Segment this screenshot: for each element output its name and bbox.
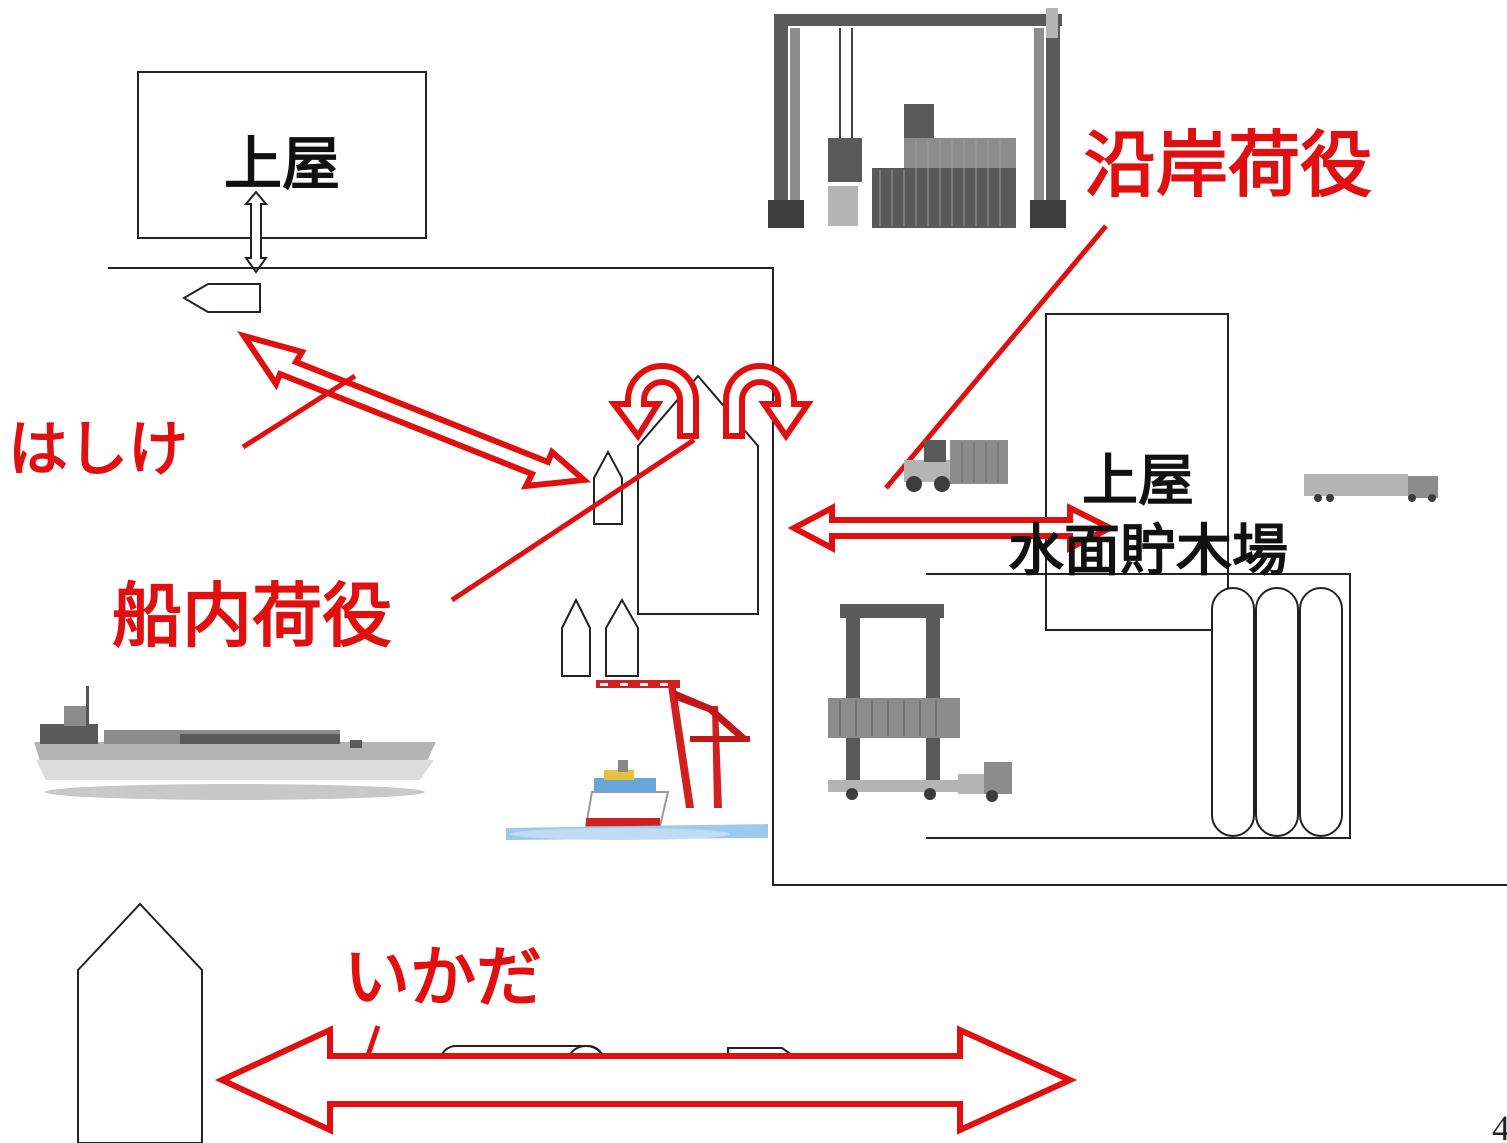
warehouse-top-left: 上屋: [137, 71, 427, 239]
lighter-transfer-arrow: はしけ: [8, 330, 592, 490]
warehouse-top-label: 上屋: [224, 130, 340, 198]
timber-pond: 水面貯木場: [926, 519, 1351, 839]
coastal-pointer-line: [884, 224, 1108, 490]
quay-outline: [108, 267, 1507, 886]
onboard-handling-label: 船内荷役: [112, 575, 392, 657]
ship-outline-large: [77, 902, 203, 1143]
forklift-illustration: [904, 440, 1008, 492]
container-ship-illustration: [34, 686, 436, 800]
container-truck-illustration: [1304, 474, 1438, 502]
page-number: 4: [1492, 1108, 1507, 1143]
lighter-pointer-line: [241, 373, 357, 450]
onboard-uturn-arrows: [608, 363, 814, 442]
raft-label-text: いかだ: [344, 939, 542, 1016]
lighter-label: はしけ: [8, 415, 188, 485]
quay-crane-illustration: [506, 680, 768, 840]
coastal-transfer-arrow: [787, 503, 1117, 553]
lighter-boat-small: [182, 283, 261, 313]
timber-pond-label: 水面貯木場: [1008, 519, 1288, 584]
warehouse-right: 上屋: [1045, 313, 1229, 631]
raft-transfer-arrow: [214, 1025, 1078, 1135]
coastal-handling-label: 沿岸荷役: [1084, 123, 1372, 207]
warehouse-quay-double-arrow: [243, 190, 269, 274]
transfer-crane-illustration: [768, 8, 1066, 228]
warehouse-right-label: 上屋: [1082, 449, 1194, 514]
lower-section: いかだ いかだ: [77, 902, 203, 1143]
straddle-carrier-illustration: [828, 604, 1012, 802]
onboard-pointer-line: [450, 437, 696, 603]
